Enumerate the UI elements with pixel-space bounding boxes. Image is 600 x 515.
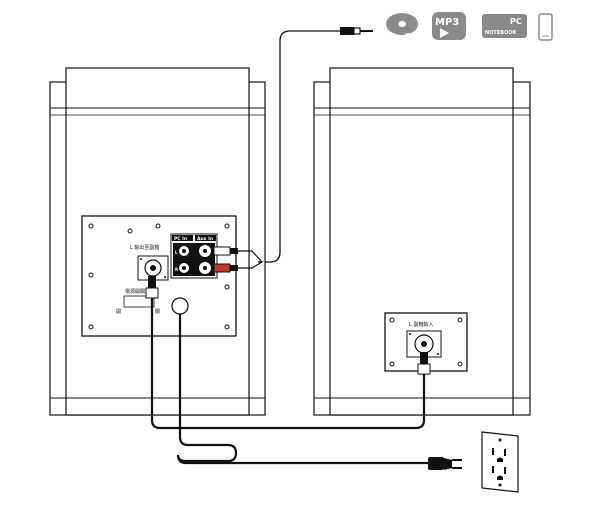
right-speaker bbox=[313, 67, 531, 416]
rca-splitter-cable bbox=[238, 250, 265, 269]
mp3-logo-text: MP3 bbox=[435, 17, 459, 28]
svg-text:R: R bbox=[175, 267, 178, 272]
aux-in-label: Aux In bbox=[197, 236, 213, 242]
cd-logo-text: CD bbox=[404, 32, 420, 43]
rca-plug-red-icon bbox=[213, 263, 238, 273]
power-on-mark: 開 bbox=[116, 309, 121, 315]
satellite-speaker-cable bbox=[150, 298, 426, 430]
svg-text:L: L bbox=[175, 250, 178, 255]
cd-logo-icon: CD bbox=[386, 13, 420, 43]
power-switch-label: 電源開關 bbox=[125, 288, 145, 295]
audio-cable bbox=[258, 30, 340, 263]
pc-logo-text: PC bbox=[510, 17, 522, 26]
phone-icon bbox=[538, 13, 553, 41]
output-to-satellite-label: L 輸出至副箱 bbox=[130, 244, 159, 251]
rca-plug-white-icon bbox=[213, 246, 238, 256]
notebook-logo-text: NOTEBOOK bbox=[485, 30, 518, 36]
power-cord-cable bbox=[176, 314, 430, 465]
wall-outlet-icon bbox=[481, 431, 519, 493]
pc-notebook-logo-icon: PC NOTEBOOK bbox=[482, 14, 527, 38]
mp3-logo-icon: MP3 bbox=[432, 12, 466, 40]
audio-jack-plug-icon bbox=[340, 27, 373, 35]
satellite-input-label: L 副箱輸入 bbox=[409, 321, 433, 328]
ac-power-plug-icon bbox=[428, 457, 462, 470]
pc-in-label: PC In bbox=[174, 236, 187, 242]
right-rear-panel: L 副箱輸入 bbox=[384, 312, 468, 375]
left-rear-panel: L 輸出至副箱 PC In Aux In L R bbox=[81, 215, 265, 337]
power-off-mark: 關 bbox=[155, 309, 160, 315]
power-cord-grommet-icon bbox=[171, 297, 189, 315]
